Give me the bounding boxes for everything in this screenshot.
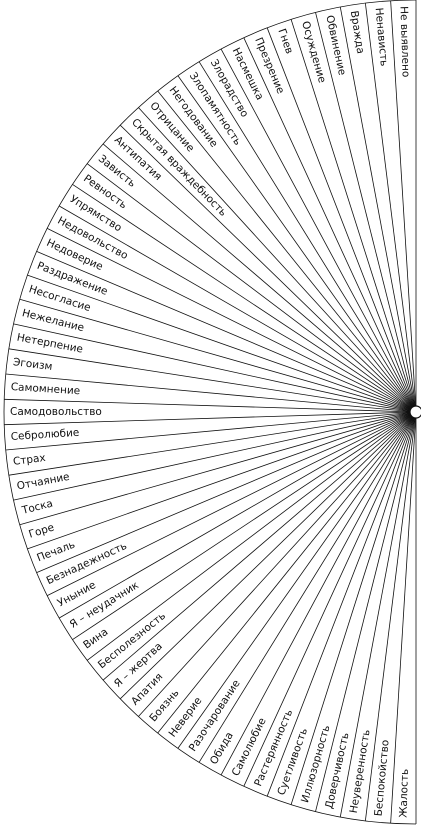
sector-label: Осуждение (299, 20, 328, 84)
sector-divider (58, 205, 417, 413)
sector-label: Печаль (35, 539, 77, 565)
fan-hub (409, 405, 421, 419)
sector-divider (36, 251, 417, 413)
sector-divider (13, 411, 417, 501)
sector-divider (86, 163, 417, 413)
sector-divider (19, 298, 417, 413)
sector-label: Горе (27, 521, 55, 540)
sector-divider (157, 411, 417, 734)
sector-label: Нетерпение (16, 332, 84, 356)
sector-divider (339, 411, 417, 818)
sector-dividers (3, 0, 417, 825)
sector-divider (138, 411, 417, 717)
sector-label: Не выявлено (398, 6, 412, 77)
sector-divider (315, 12, 417, 413)
sector-divider (220, 48, 417, 413)
sector-label: Самомнение (10, 381, 80, 397)
sector-label: Обвинение (323, 14, 348, 76)
sector-divider (102, 411, 417, 681)
sector-label: Обида (208, 730, 236, 767)
sector-divider (177, 75, 417, 413)
sector-divider (4, 398, 417, 413)
sector-divider (5, 373, 417, 413)
sector-divider (157, 90, 417, 413)
sector-divider (339, 6, 417, 413)
sector-label: Разочарование (187, 678, 243, 754)
sector-divider (72, 184, 417, 413)
sector-divider (58, 411, 417, 619)
sector-label: Ненависть (373, 7, 390, 67)
sector-divider (198, 411, 417, 763)
sector-divider (119, 124, 417, 413)
sector-divider (47, 411, 417, 596)
sector-label: Вражда (348, 10, 367, 55)
sector-divider (243, 411, 417, 787)
sector-divider (390, 411, 417, 824)
sector-label: Страх (12, 452, 46, 468)
sector-divider (266, 411, 417, 797)
sector-label: Тоска (20, 498, 54, 518)
sector-divider (36, 411, 417, 573)
sector-label: Жалость (398, 769, 412, 818)
sector-divider (266, 27, 417, 413)
sector-divider (138, 107, 417, 413)
sector-divider (86, 411, 417, 661)
sector-label: Неуверенность (348, 729, 373, 814)
sector-divider (47, 228, 417, 413)
sector-divider (198, 61, 417, 413)
sector-label: Беспокойство (373, 739, 392, 817)
sector-divider (27, 274, 417, 413)
sector-label: Самодовольство (10, 406, 102, 418)
sector-label: Эгоизм (12, 356, 53, 373)
sector-divider (13, 323, 417, 413)
sector-divider (220, 411, 417, 776)
sector-label: Гнев (275, 27, 295, 55)
sector-label: Себролюбие (10, 427, 79, 443)
sector-divider (290, 411, 417, 805)
sector-divider (4, 411, 417, 426)
fan-outer-arc (3, 0, 417, 825)
sector-divider (364, 3, 417, 413)
sector-labels: Не выявлено Ненависть ВраждаОбвинениеОсужд… (10, 6, 412, 818)
sector-label: Нежелание (21, 307, 86, 334)
sector-divider (5, 411, 417, 451)
sector-divider (290, 19, 417, 413)
sector-divider (8, 348, 417, 413)
sector-divider (315, 411, 417, 812)
sector-divider (27, 411, 417, 550)
sector-divider (8, 411, 417, 476)
sector-divider (19, 411, 417, 526)
sector-divider (177, 411, 417, 749)
sector-label: Вина (81, 626, 110, 652)
sector-divider (364, 411, 417, 821)
sector-divider (243, 37, 417, 413)
sector-divider (390, 0, 417, 413)
sector-divider (72, 411, 417, 640)
sector-divider (119, 411, 417, 700)
sector-divider (102, 143, 417, 413)
